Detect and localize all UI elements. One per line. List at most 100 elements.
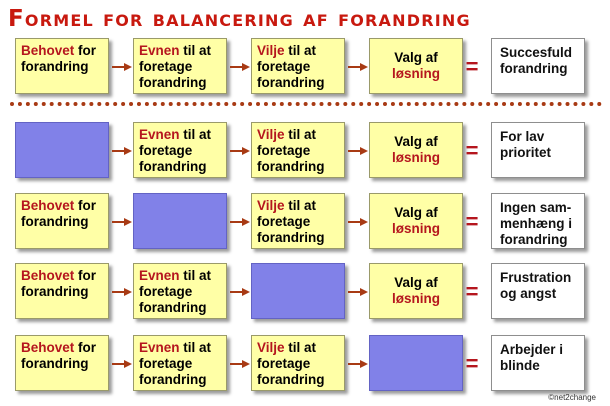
missing-evnen-box bbox=[133, 193, 227, 249]
arrow-right bbox=[348, 63, 368, 71]
evnen-text-3: forandring bbox=[139, 300, 207, 315]
evnen-keyword: Evnen bbox=[139, 268, 180, 283]
equals-sign: = bbox=[465, 351, 479, 376]
arrow-right bbox=[112, 360, 132, 368]
evnen-text: til at bbox=[183, 127, 212, 142]
vilje-text-3: forandring bbox=[257, 75, 325, 90]
behovet-keyword: Behovet bbox=[21, 268, 75, 283]
evnen-text-2: foretage bbox=[139, 356, 193, 371]
vilje-text-2: foretage bbox=[257, 59, 311, 74]
evnen-text: til at bbox=[183, 268, 212, 283]
behovet-text-2: forandring bbox=[21, 356, 89, 371]
evnen-text: til at bbox=[183, 43, 212, 58]
missing-valg-box bbox=[369, 335, 463, 391]
losning-keyword: løsning bbox=[392, 66, 440, 81]
evnen-text-3: forandring bbox=[139, 159, 207, 174]
missing-behovet-box bbox=[15, 122, 109, 178]
behovet-box: Behovet for forandring bbox=[15, 335, 109, 391]
behovet-box: Behovet for forandring bbox=[15, 38, 109, 94]
evnen-keyword: Evnen bbox=[139, 43, 180, 58]
arrow-right bbox=[112, 63, 132, 71]
arrow-right bbox=[112, 288, 132, 296]
vilje-text: til at bbox=[288, 198, 317, 213]
behovet-keyword: Behovet bbox=[21, 340, 75, 355]
arrow-right bbox=[230, 147, 250, 155]
arrow-right bbox=[348, 360, 368, 368]
behovet-text-2: forandring bbox=[21, 59, 89, 74]
valg-box: Valg af løsning bbox=[369, 263, 463, 319]
arrow-right bbox=[112, 147, 132, 155]
evnen-box: Evnen til at foretage forandring bbox=[133, 263, 227, 319]
vilje-text: til at bbox=[288, 43, 317, 58]
behovet-text: for bbox=[78, 340, 97, 355]
evnen-keyword: Evnen bbox=[139, 127, 180, 142]
vilje-text-3: forandring bbox=[257, 372, 325, 387]
losning-keyword: løsning bbox=[392, 291, 440, 306]
arrow-right bbox=[348, 147, 368, 155]
vilje-box: Vilje til at foretage forandring bbox=[251, 38, 345, 94]
behovet-keyword: Behovet bbox=[21, 198, 75, 213]
valg-text: Valg af bbox=[394, 134, 438, 149]
result-box: For lav prioritet bbox=[491, 122, 585, 178]
arrow-right bbox=[348, 288, 368, 296]
arrow-right bbox=[230, 288, 250, 296]
vilje-keyword: Vilje bbox=[257, 127, 285, 142]
behovet-text: for bbox=[78, 43, 97, 58]
equals-sign: = bbox=[465, 54, 479, 79]
losning-keyword: løsning bbox=[392, 150, 440, 165]
arrow-right bbox=[348, 218, 368, 226]
equals-sign: = bbox=[465, 279, 479, 304]
result-box: Frustration og angst bbox=[491, 263, 585, 319]
valg-text: Valg af bbox=[394, 275, 438, 290]
evnen-text-2: foretage bbox=[139, 284, 193, 299]
evnen-box: Evnen til at foretage forandring bbox=[133, 122, 227, 178]
evnen-text-3: forandring bbox=[139, 75, 207, 90]
vilje-text-2: foretage bbox=[257, 143, 311, 158]
diagram-title: Formel for balancering af forandring bbox=[8, 6, 471, 32]
vilje-box: Vilje til at foretage forandring bbox=[251, 193, 345, 249]
evnen-keyword: Evnen bbox=[139, 340, 180, 355]
evnen-text-2: foretage bbox=[139, 143, 193, 158]
valg-box: Valg af løsning bbox=[369, 193, 463, 249]
vilje-box: Vilje til at foretage forandring bbox=[251, 122, 345, 178]
valg-text: Valg af bbox=[394, 50, 438, 65]
behovet-text-2: forandring bbox=[21, 214, 89, 229]
valg-box: Valg af løsning bbox=[369, 122, 463, 178]
losning-keyword: løsning bbox=[392, 221, 440, 236]
dotted-divider bbox=[10, 102, 602, 106]
behovet-text: for bbox=[78, 198, 97, 213]
vilje-text: til at bbox=[288, 127, 317, 142]
result-box: Ingen sam-menhæng i forandring bbox=[491, 193, 585, 249]
copyright-notice: ©net2change bbox=[548, 393, 596, 402]
vilje-text-3: forandring bbox=[257, 159, 325, 174]
vilje-text-2: foretage bbox=[257, 214, 311, 229]
arrow-right bbox=[230, 218, 250, 226]
arrow-right bbox=[112, 218, 132, 226]
vilje-keyword: Vilje bbox=[257, 198, 285, 213]
result-box: Succesfuld forandring bbox=[491, 38, 585, 94]
arrow-right bbox=[230, 360, 250, 368]
evnen-box: Evnen til at foretage forandring bbox=[133, 335, 227, 391]
vilje-text-2: foretage bbox=[257, 356, 311, 371]
behovet-box: Behovet for forandring bbox=[15, 193, 109, 249]
vilje-keyword: Vilje bbox=[257, 43, 285, 58]
evnen-text-3: forandring bbox=[139, 372, 207, 387]
vilje-text-3: forandring bbox=[257, 230, 325, 245]
behovet-keyword: Behovet bbox=[21, 43, 75, 58]
vilje-keyword: Vilje bbox=[257, 340, 285, 355]
result-box: Arbejder i blinde bbox=[491, 335, 585, 391]
evnen-text: til at bbox=[183, 340, 212, 355]
missing-vilje-box bbox=[251, 263, 345, 319]
equals-sign: = bbox=[465, 138, 479, 163]
vilje-text: til at bbox=[288, 340, 317, 355]
valg-box: Valg af løsning bbox=[369, 38, 463, 94]
behovet-text: for bbox=[78, 268, 97, 283]
valg-text: Valg af bbox=[394, 205, 438, 220]
vilje-box: Vilje til at foretage forandring bbox=[251, 335, 345, 391]
evnen-box: Evnen til at foretage forandring bbox=[133, 38, 227, 94]
behovet-text-2: forandring bbox=[21, 284, 89, 299]
behovet-box: Behovet for forandring bbox=[15, 263, 109, 319]
arrow-right bbox=[230, 63, 250, 71]
equals-sign: = bbox=[465, 209, 479, 234]
evnen-text-2: foretage bbox=[139, 59, 193, 74]
